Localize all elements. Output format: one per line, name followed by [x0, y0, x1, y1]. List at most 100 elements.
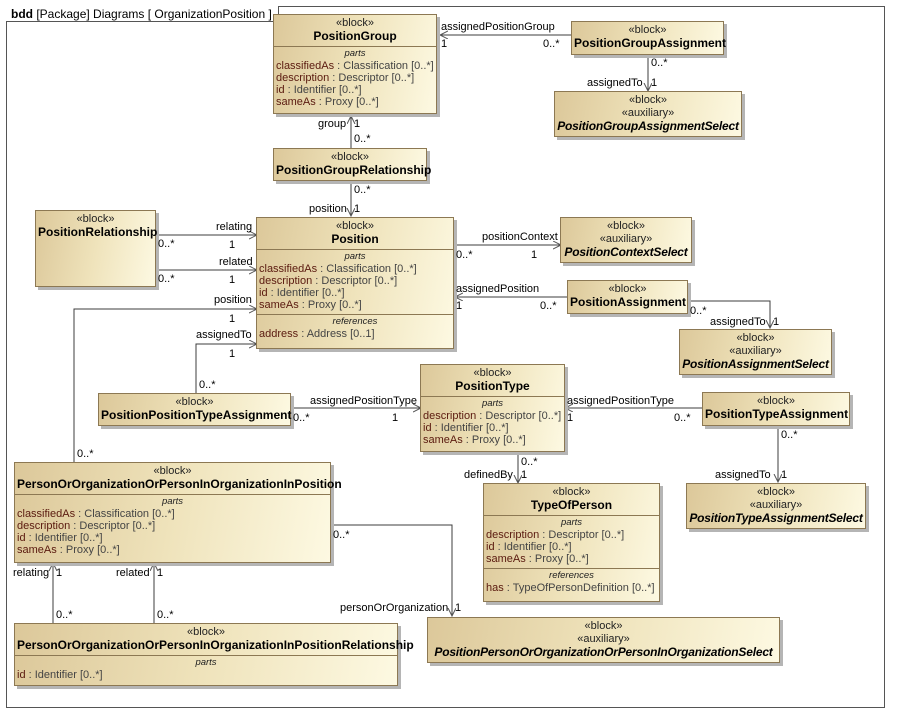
compartment-title: references — [549, 570, 594, 581]
block-position[interactable]: «block»Position parts classifiedAs : Cla… — [256, 217, 454, 349]
multiplicity-label: 0..* — [543, 38, 560, 50]
block-name: PositionContextSelect — [564, 245, 688, 259]
block-position-assignment[interactable]: «block»PositionAssignment — [567, 280, 688, 314]
block-person-or-organization-in-position-relationship[interactable]: «block»PersonOrOrganizationOrPersonInOrg… — [14, 623, 414, 686]
multiplicity-label: 1 — [354, 118, 361, 130]
stereotype-auxiliary: «auxiliary» — [599, 233, 653, 245]
block-position-group-assignment[interactable]: «block»PositionGroupAssignment — [571, 21, 726, 55]
diagram-frame — [6, 6, 885, 708]
property-name: description — [259, 275, 313, 287]
block-position-position-type-assignment[interactable]: «block»PositionPositionTypeAssignment — [98, 393, 291, 426]
property-name: classifiedAs — [276, 60, 335, 72]
multiplicity-label: 0..* — [781, 429, 798, 441]
property-type: : Descriptor [0..*] — [539, 529, 625, 541]
property-name: address — [259, 328, 299, 340]
block-name: PersonOrOrganizationOrPersonInOrganizati… — [17, 477, 342, 491]
property-type: : TypeOfPersonDefinition [0..*] — [503, 582, 655, 594]
block-name: PositionPositionTypeAssignment — [101, 408, 292, 422]
multiplicity-label: 1 — [392, 412, 399, 424]
compartment-title: references — [332, 316, 378, 327]
property-name: description — [486, 529, 540, 541]
property-row: description : Descriptor [0..*] — [276, 72, 434, 84]
property-row: id : Identifier [0..*] — [276, 84, 434, 96]
block-position-type[interactable]: «block»PositionType parts description : … — [420, 364, 565, 452]
property-row: sameAs : Proxy [0..*] — [486, 553, 657, 565]
edge-pa-assignedTo[interactable] — [687, 300, 770, 328]
property-name: has — [486, 582, 504, 594]
multiplicity-label: 0..* — [521, 456, 538, 468]
block-position-relationship[interactable]: «block»PositionRelationship — [35, 210, 157, 287]
stereotype-block: «block» — [153, 465, 192, 477]
stereotype-block: «block» — [757, 395, 795, 407]
property-name: sameAs — [259, 299, 299, 311]
property-type: : Identifier [0..*] — [25, 532, 103, 544]
role-label: group — [318, 118, 347, 130]
multiplicity-label: 1 — [455, 602, 462, 614]
edge-ppta-assignedTo[interactable] — [195, 344, 257, 393]
multiplicity-label: 0..* — [333, 529, 350, 541]
property-row: has : TypeOfPersonDefinition [0..*] — [486, 582, 657, 594]
property-name: description — [17, 520, 71, 532]
block-name: PositionAssignmentSelect — [682, 357, 829, 371]
block-position-group[interactable]: «block»PositionGroup parts classifiedAs … — [273, 14, 437, 114]
multiplicity-label: 1 — [456, 300, 463, 312]
block-position-group-relationship[interactable]: «block»PositionGroupRelationship — [273, 148, 431, 181]
property-name: sameAs — [423, 434, 463, 446]
block-type-of-person[interactable]: «block»TypeOfPerson parts description : … — [483, 483, 660, 602]
parts-compartment: parts classifiedAs : Classification [0..… — [274, 46, 436, 111]
multiplicity-label: 1 — [773, 316, 780, 328]
stereotype-auxiliary: «auxiliary» — [621, 107, 675, 119]
block-position-assignment-select[interactable]: «block»«auxiliary»PositionAssignmentSele… — [679, 329, 832, 375]
edge-poopio-position[interactable] — [73, 309, 257, 462]
block-position-type-assignment-select[interactable]: «block»«auxiliary»PositionTypeAssignment… — [686, 483, 866, 529]
block-name: Position — [331, 232, 379, 246]
stereotype-block: «block» — [336, 17, 374, 29]
block-name: PositionTypeAssignmentSelect — [689, 511, 863, 525]
property-name: id — [17, 532, 26, 544]
property-row: address : Address [0..1] — [259, 328, 451, 340]
parts-compartment: parts id : Identifier [0..*] — [15, 655, 397, 684]
stereotype-block: «block» — [76, 213, 115, 225]
stereotype-block: «block» — [628, 24, 667, 36]
role-label: assignedTo — [196, 329, 252, 341]
block-position-person-or-organization-select[interactable]: «block»«auxiliary»PositionPersonOrOrgani… — [427, 617, 780, 663]
edge-poopio-personOrOrganization[interactable] — [331, 524, 452, 616]
multiplicity-label: 0..* — [56, 609, 73, 621]
property-row: sameAs : Proxy [0..*] — [276, 96, 434, 108]
block-position-group-assignment-select[interactable]: «block»«auxiliary»PositionGroupAssignmen… — [554, 91, 742, 137]
property-type: : Classification [0..*] — [317, 263, 417, 275]
role-label: assignedPositionGroup — [441, 21, 555, 33]
role-label: related — [116, 567, 150, 579]
multiplicity-label: 0..* — [354, 133, 371, 145]
property-type: : Descriptor [0..*] — [329, 72, 415, 84]
multiplicity-label: 0..* — [158, 238, 175, 250]
property-type: : Proxy [0..*] — [298, 299, 362, 311]
multiplicity-label: 0..* — [157, 609, 174, 621]
stereotype-block: «block» — [757, 486, 795, 498]
property-type: : Classification [0..*] — [75, 508, 175, 520]
block-name: PositionAssignment — [570, 295, 687, 309]
property-type: : Identifier [0..*] — [494, 541, 572, 553]
property-name: description — [276, 72, 330, 84]
property-name: sameAs — [486, 553, 526, 565]
diagram-title: [Package] Diagrams [ OrganizationPositio… — [36, 7, 272, 21]
stereotype-block: «block» — [552, 486, 591, 498]
block-position-type-assignment[interactable]: «block»PositionTypeAssignment — [702, 392, 850, 426]
property-type: : Descriptor [0..*] — [476, 410, 562, 422]
multiplicity-label: 1 — [521, 469, 528, 481]
block-position-context-select[interactable]: «block»«auxiliary»PositionContextSelect — [560, 217, 692, 263]
property-name: classifiedAs — [259, 263, 318, 275]
role-label: related — [219, 256, 253, 268]
block-person-or-organization-in-position[interactable]: «block»PersonOrOrganizationOrPersonInOrg… — [14, 462, 342, 563]
parts-compartment: parts classifiedAs : Classification [0..… — [15, 494, 330, 559]
multiplicity-label: 0..* — [293, 412, 310, 424]
property-row: description : Descriptor [0..*] — [17, 520, 328, 532]
block-name: TypeOfPerson — [530, 498, 613, 512]
parts-compartment: parts description : Descriptor [0..*] id… — [421, 396, 564, 449]
stereotype-block: «block» — [473, 367, 512, 379]
multiplicity-label: 1 — [56, 567, 63, 579]
property-row: sameAs : Proxy [0..*] — [259, 299, 451, 311]
multiplicity-label: 1 — [441, 38, 448, 50]
role-label: personOrOrganization — [340, 602, 449, 614]
